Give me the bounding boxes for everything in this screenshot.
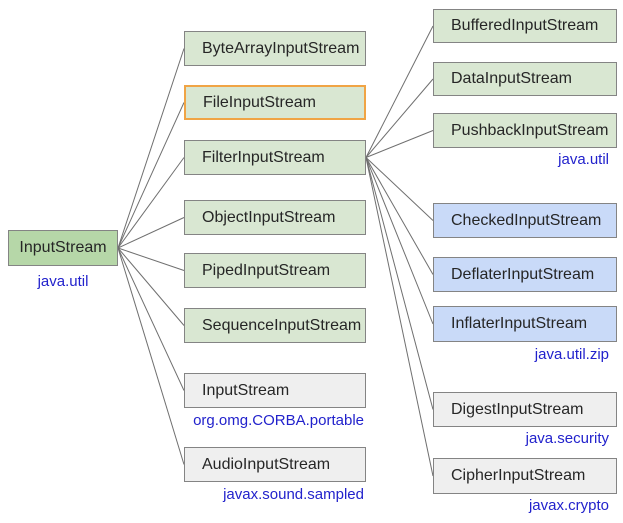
package-label-java-util: java.util — [558, 151, 609, 168]
package-label-javax-sound-sampled: javax.sound.sampled — [223, 486, 364, 503]
node-sequenceinputstream: SequenceInputStream — [184, 308, 366, 343]
node-bytearrayinputstream: ByteArrayInputStream — [184, 31, 366, 66]
node-digestinputstream: DigestInputStream — [433, 392, 617, 427]
node-fileinputstream: FileInputStream — [184, 85, 366, 120]
package-label-java-security: java.security — [525, 430, 609, 447]
node-pushbackinputstream: PushbackInputStream — [433, 113, 617, 148]
node-deflaterinputstream: DeflaterInputStream — [433, 257, 617, 292]
node-audioinputstream: AudioInputStream — [184, 447, 366, 482]
node-inflaterinputstream: InflaterInputStream — [433, 306, 617, 342]
package-label-javax-crypto: javax.crypto — [528, 497, 609, 514]
node-filterinputstream: FilterInputStream — [184, 140, 366, 175]
node-inputstream-corba: InputStream — [184, 373, 366, 408]
package-label-java-util-zip: java.util.zip — [534, 346, 609, 363]
node-datainputstream: DataInputStream — [433, 62, 617, 96]
node-checkedinputstream: CheckedInputStream — [433, 203, 617, 238]
node-cipherinputstream: CipherInputStream — [433, 458, 617, 494]
node-objectinputstream: ObjectInputStream — [184, 200, 366, 235]
node-pipedinputstream: PipedInputStream — [184, 253, 366, 288]
node-inputstream-root: InputStream — [8, 230, 118, 266]
package-label-org-omg-corba-portable: org.omg.CORBA.portable — [193, 412, 364, 429]
package-label-java-util-root: java.util — [37, 273, 89, 290]
node-bufferedinputstream: BufferedInputStream — [433, 9, 617, 43]
